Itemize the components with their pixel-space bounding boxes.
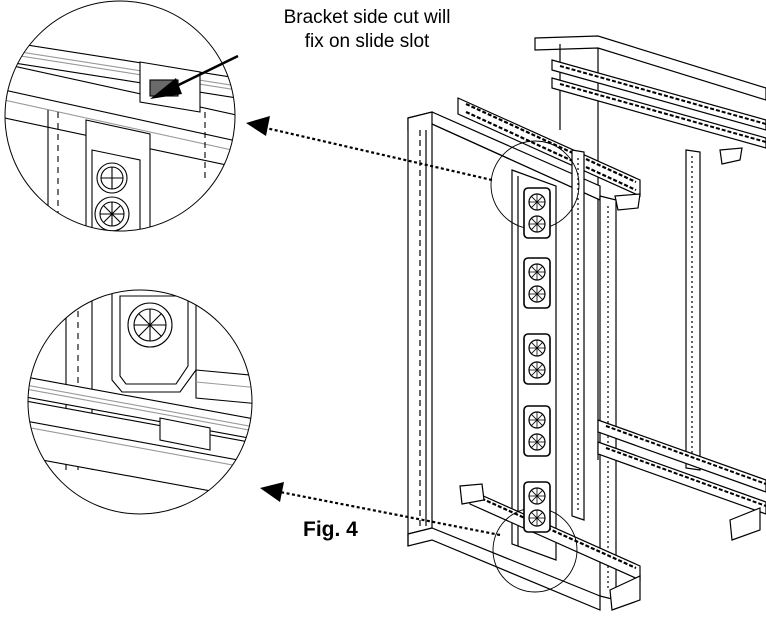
leader-arrow-top bbox=[246, 116, 493, 182]
rack-rear-right-upright bbox=[685, 149, 701, 471]
socket-block-2 bbox=[523, 257, 551, 309]
socket-icon bbox=[96, 162, 128, 194]
callout-line-1: Bracket side cut will bbox=[283, 7, 451, 28]
server-rack bbox=[407, 35, 766, 611]
socket-icon bbox=[94, 196, 130, 231]
callout-text: Bracket side cut will fix on slide slot bbox=[236, 6, 498, 54]
rack-bottom-slide-rails bbox=[459, 419, 766, 611]
callout-arrow bbox=[150, 54, 239, 99]
figure-label: Fig. 4 bbox=[303, 518, 358, 541]
rack-front-left-upright bbox=[407, 111, 433, 535]
socket-block-1 bbox=[523, 187, 551, 239]
socket-block-3 bbox=[523, 333, 551, 385]
rack-rear-top-frame bbox=[534, 35, 766, 460]
socket-icon bbox=[127, 302, 173, 348]
socket-block-4 bbox=[523, 405, 551, 457]
socket-block-5 bbox=[523, 481, 551, 533]
top-detail-view bbox=[4, 0, 236, 232]
leader-arrow-bottom bbox=[260, 482, 501, 537]
callout-line-2: fix on slide slot bbox=[304, 31, 430, 52]
bottom-detail-view bbox=[27, 289, 253, 515]
power-socket-blocks bbox=[523, 187, 551, 533]
rack-bottom-front-beam bbox=[407, 527, 601, 611]
rack-middle-uprights bbox=[571, 149, 617, 601]
rack-top-slide-rails bbox=[457, 59, 766, 211]
